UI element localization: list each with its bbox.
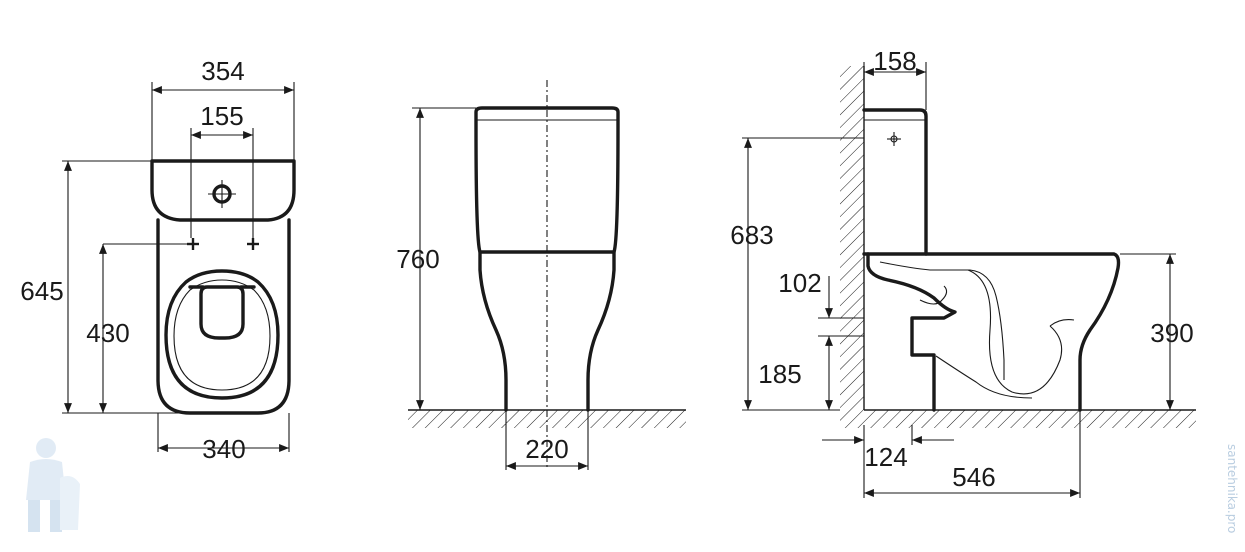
dim-label-220: 220 bbox=[525, 434, 568, 464]
dim-label-760: 760 bbox=[396, 244, 439, 274]
side-view: 158 683 102 185 390 124 546 bbox=[730, 46, 1196, 498]
seat-outer-ring bbox=[164, 269, 280, 400]
front-floor-hatch bbox=[408, 410, 686, 428]
dim-label-645: 645 bbox=[20, 276, 63, 306]
dim-label-340: 340 bbox=[202, 434, 245, 464]
dim-label-354: 354 bbox=[201, 56, 244, 86]
front-tank-outline bbox=[474, 106, 620, 254]
dim-label-390: 390 bbox=[1150, 318, 1193, 348]
dim-label-546: 546 bbox=[952, 462, 995, 492]
dim-label-124: 124 bbox=[864, 442, 907, 472]
seat-bolt-left-icon bbox=[187, 238, 199, 250]
side-flush-button-icon bbox=[887, 132, 901, 146]
watermark-text: santehnika.pro bbox=[1225, 444, 1239, 533]
bowl-opening bbox=[199, 285, 245, 340]
dim-label-102: 102 bbox=[778, 268, 821, 298]
front-view: 760 220 bbox=[396, 80, 686, 470]
dim-label-430: 430 bbox=[86, 318, 129, 348]
side-floor-hatch bbox=[840, 410, 1196, 428]
seat-inner-ring bbox=[173, 279, 271, 391]
wall-hatch bbox=[840, 66, 864, 410]
dim-label-683: 683 bbox=[730, 220, 773, 250]
plumber-mascot-logo bbox=[26, 438, 80, 532]
front-pedestal-outline bbox=[478, 250, 616, 412]
dim-label-155: 155 bbox=[200, 101, 243, 131]
top-view: 354 155 645 430 340 bbox=[20, 56, 296, 464]
dim-label-158: 158 bbox=[873, 46, 916, 76]
side-bowl-outline bbox=[866, 252, 1121, 412]
dim-label-185: 185 bbox=[758, 359, 801, 389]
seat-bolt-right-icon bbox=[247, 238, 259, 250]
flush-button-icon bbox=[208, 180, 236, 208]
top-tank-outline bbox=[150, 159, 296, 222]
side-tank-outline bbox=[862, 108, 928, 256]
top-bowl-outline bbox=[156, 218, 291, 415]
